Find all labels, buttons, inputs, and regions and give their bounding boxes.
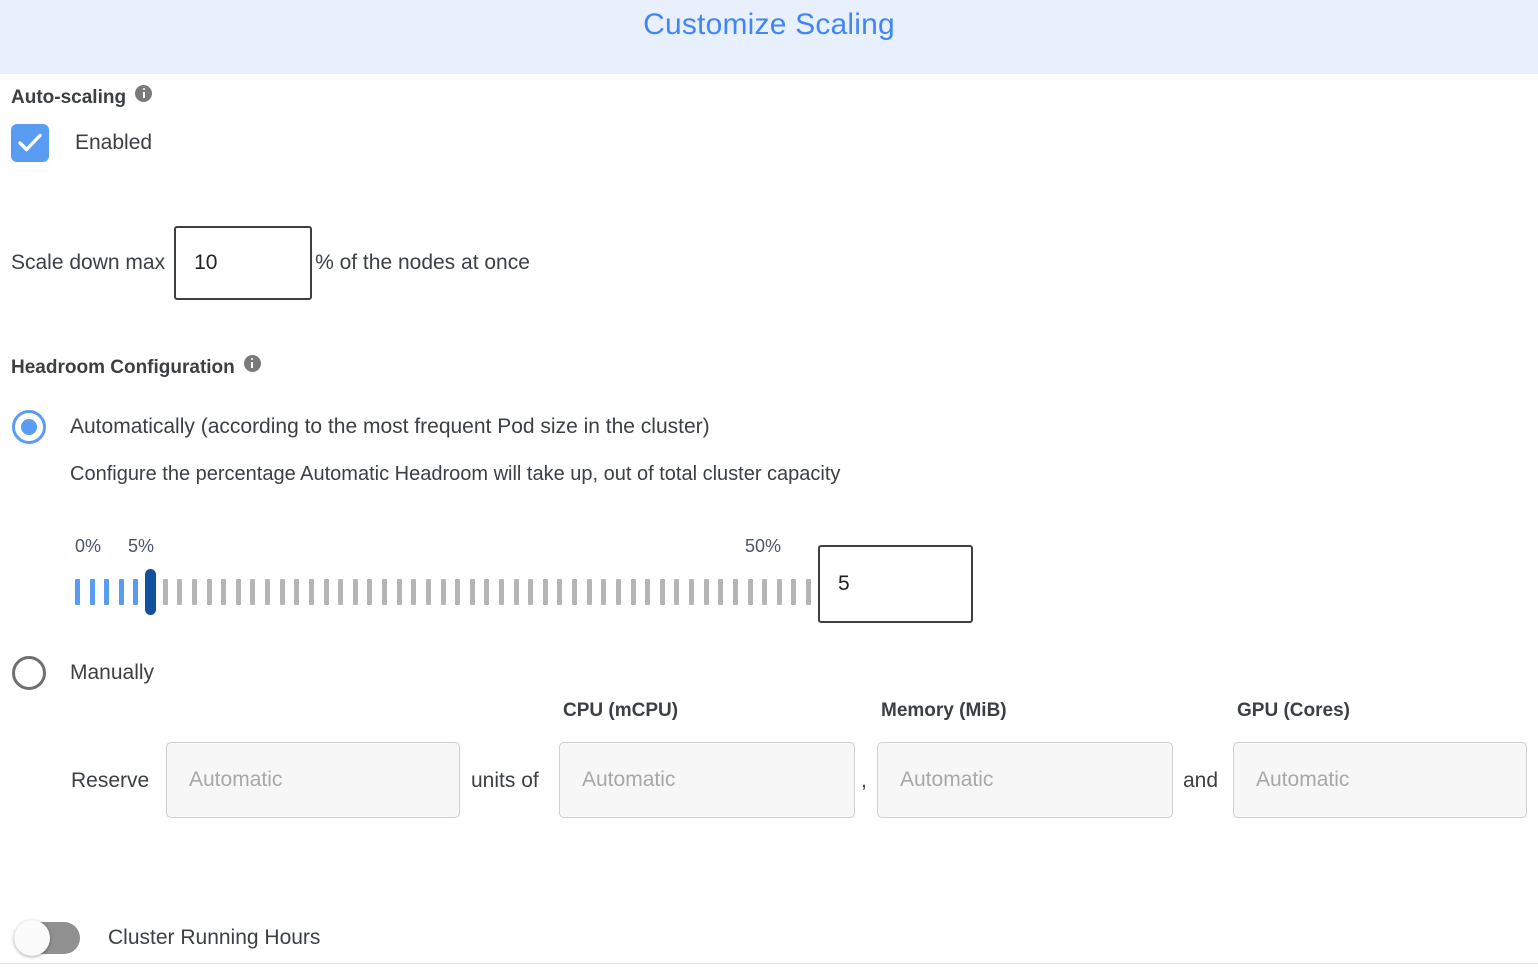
gpu-input[interactable] [1233,742,1527,818]
slider-tick [338,579,344,605]
slider-tick [557,579,563,605]
auto-scaling-section-text: Auto-scaling [11,87,127,108]
slider-max-label: 50% [745,536,782,556]
toggle-knob [14,920,50,956]
slider-track[interactable] [75,569,811,615]
scale-down-max-input[interactable] [174,226,313,300]
reserve-units-input[interactable] [166,742,460,818]
headroom-slider[interactable]: 0% 5% 50% [75,536,811,615]
bottom-divider [0,963,1538,964]
column-header-memory: Memory (MiB) [881,700,1007,721]
column-header-cpu: CPU (mCPU) [563,700,679,721]
slider-current-label: 5% [128,536,155,556]
reserve-label: Reserve [71,769,150,792]
slider-tick [425,579,431,605]
slider-tick [806,579,811,605]
slider-tick [718,579,724,605]
memory-input[interactable] [877,742,1173,818]
slider-tick [75,579,80,605]
checkmark-icon [18,133,42,152]
slider-handle[interactable] [145,569,157,615]
scale-down-max-row: Scale down max % of the nodes at once [11,226,530,300]
slider-tick [396,579,402,605]
headroom-option-manual[interactable]: Manually [12,656,154,690]
column-header-gpu: GPU (Cores) [1237,700,1350,721]
slider-tick [382,579,388,605]
slider-tick [455,579,461,605]
headroom-option-automatic-label: Automatically (according to the most fre… [70,415,710,438]
slider-tick [206,579,212,605]
slider-tick [484,579,490,605]
slider-tick [279,579,285,605]
headroom-helper-text: Configure the percentage Automatic Headr… [70,463,841,485]
slider-tick [732,579,738,605]
slider-tick [265,579,271,605]
header-band [0,0,1538,74]
slider-tick [235,579,241,605]
slider-tick [469,579,475,605]
cluster-running-hours-row[interactable]: Cluster Running Hours [14,920,321,956]
headroom-option-manual-label: Manually [70,661,155,684]
slider-tick [498,579,504,605]
headroom-option-automatic[interactable]: Automatically (according to the most fre… [12,410,710,444]
auto-scaling-enabled-row[interactable]: Enabled [11,124,152,162]
slider-tick [528,579,534,605]
slider-tick [352,579,358,605]
radio-automatic[interactable] [12,410,46,444]
cpu-input[interactable] [559,742,855,818]
slider-tick [294,579,300,605]
scale-down-max-prefix-label: Scale down max [11,251,166,274]
auto-scaling-enabled-checkbox[interactable] [11,124,49,162]
auto-scaling-enabled-label: Enabled [75,131,153,154]
slider-tick [615,579,621,605]
slider-tick [250,579,256,605]
slider-tick [586,579,592,605]
headroom-section-text: Headroom Configuration [11,357,235,378]
slider-tick [674,579,680,605]
slider-tick [323,579,329,605]
slider-tick [747,579,753,605]
scale-down-max-suffix-label: % of the nodes at once [315,251,530,274]
slider-tick [411,579,417,605]
slider-tick [776,579,782,605]
headroom-section-label: Headroom Configuration [11,355,261,379]
slider-tick [513,579,519,605]
slider-tick [440,579,446,605]
radio-manual[interactable] [12,656,46,690]
cluster-running-hours-toggle[interactable] [14,920,80,956]
slider-tick [572,579,578,605]
slider-tick [703,579,709,605]
slider-tick [191,579,197,605]
info-icon[interactable] [243,355,261,372]
slider-tick [762,579,768,605]
slider-tick [645,579,651,605]
slider-tick [542,579,548,605]
slider-tick [791,579,797,605]
comma-separator: , [861,769,867,792]
slider-tick [630,579,636,605]
slider-tick [601,579,607,605]
slider-tick [659,579,665,605]
info-icon[interactable] [135,85,153,102]
slider-tick [308,579,314,605]
units-of-label: units of [471,769,539,792]
slider-min-label: 0% [75,536,102,556]
and-label: and [1183,769,1219,792]
slider-tick [367,579,373,605]
slider-tick-labels: 0% 5% 50% [75,536,807,562]
slider-tick [689,579,695,605]
cluster-running-hours-label: Cluster Running Hours [108,926,321,949]
page-title: Customize Scaling [643,8,895,41]
slider-tick [104,579,110,605]
slider-tick [133,579,139,605]
slider-tick [118,579,124,605]
slider-tick [177,579,183,605]
auto-scaling-section-label: Auto-scaling [11,85,153,109]
headroom-percentage-input[interactable] [818,545,973,623]
slider-tick [162,579,168,605]
slider-tick [221,579,227,605]
slider-tick [89,579,95,605]
